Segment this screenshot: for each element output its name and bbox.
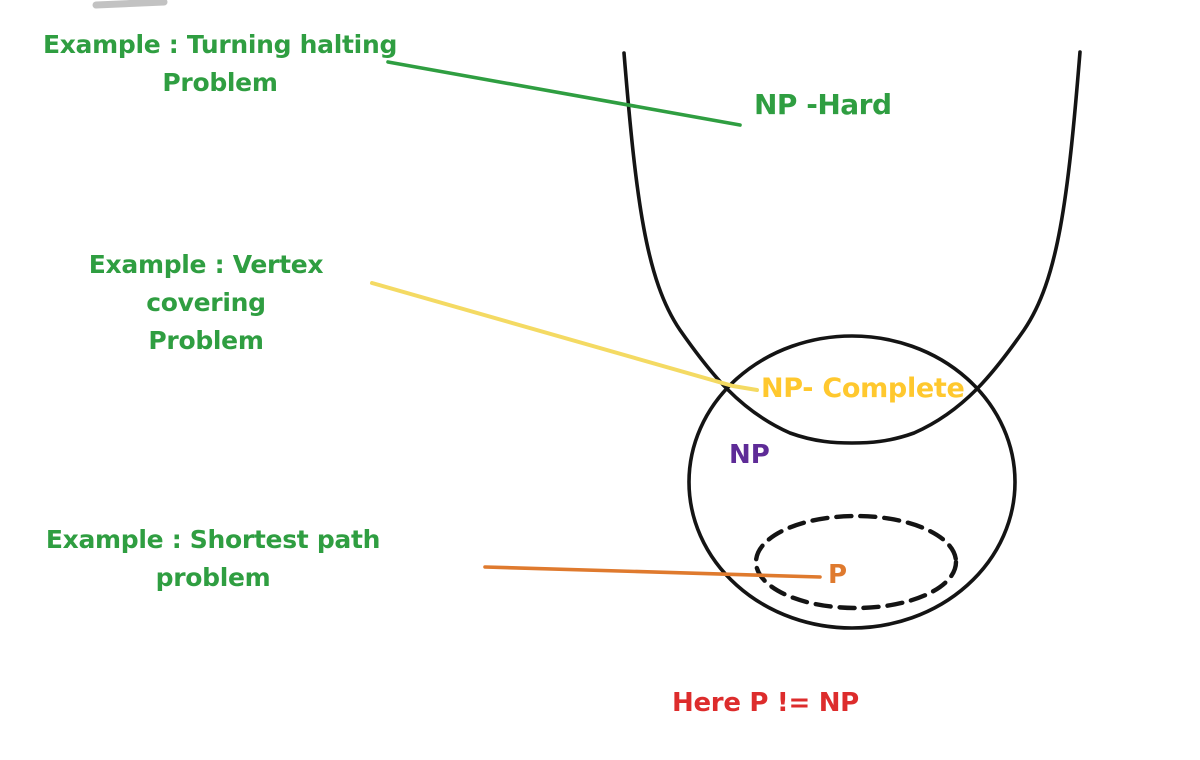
p-dashed-ellipse xyxy=(753,513,959,611)
p-neq-np-caption: Here P != NP xyxy=(672,688,859,718)
p-label: P xyxy=(828,560,848,590)
example-shortest-path-line1: Example : Shortest path xyxy=(45,525,381,554)
example-shortest-path: Example : Shortest path problem xyxy=(33,521,393,597)
np-complete-callout-line xyxy=(370,281,759,392)
np-hard-label: NP -Hard xyxy=(754,88,892,121)
np-complete-label: NP- Complete xyxy=(761,373,965,404)
example-turing-halting-line2: Problem xyxy=(162,68,278,97)
np-hard-parabola-curve xyxy=(622,50,1082,445)
np-ellipse xyxy=(687,334,1017,630)
np-label: NP xyxy=(729,440,770,470)
example-turing-halting-line1: Example : Turning halting xyxy=(42,30,398,59)
example-shortest-path-line2: problem xyxy=(155,563,271,592)
example-turing-halting: Example : Turning halting Problem xyxy=(40,26,400,102)
example-vertex-covering-line1: Example : Vertex covering xyxy=(88,250,324,317)
np-hard-callout-line xyxy=(386,60,742,127)
example-vertex-covering: Example : Vertex covering Problem xyxy=(26,246,386,360)
p-callout-line xyxy=(483,565,822,579)
example-vertex-covering-line2: Problem xyxy=(148,326,264,355)
top-edge-smudge xyxy=(92,0,168,9)
